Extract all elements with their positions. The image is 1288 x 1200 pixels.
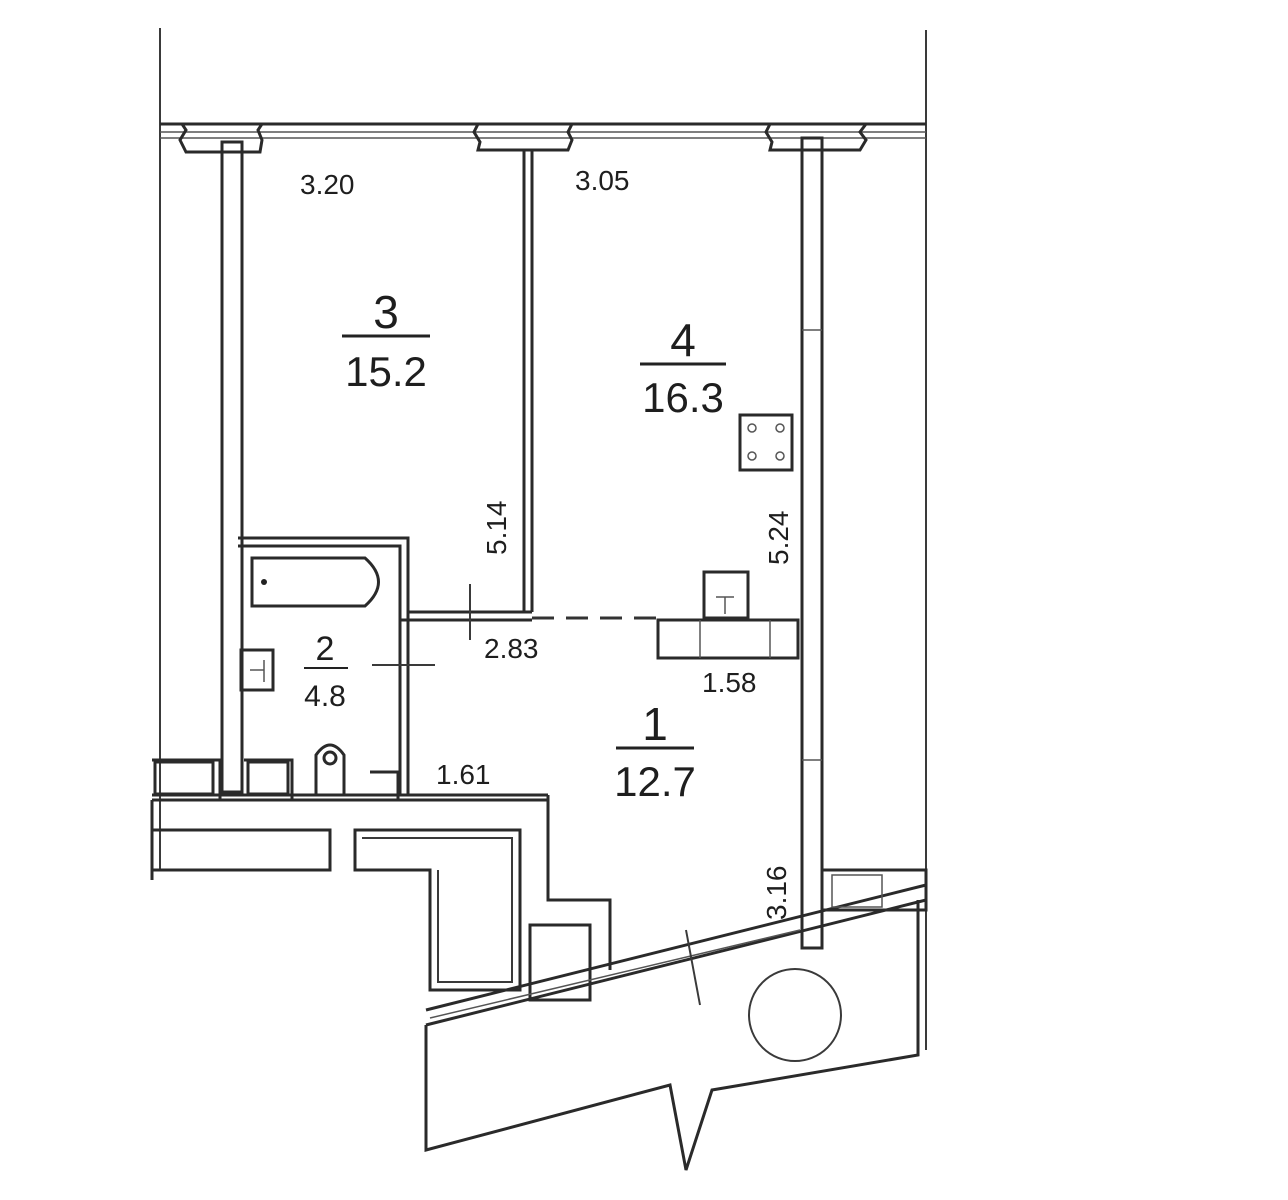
room-2-area: 4.8 <box>304 680 346 713</box>
room-2-number: 2 <box>316 630 335 668</box>
toilet-icon <box>314 743 346 795</box>
room-1-area: 12.7 <box>614 758 696 805</box>
room-1-number: 1 <box>642 698 668 750</box>
column-icon <box>748 968 842 1062</box>
interior-walls <box>150 136 928 1171</box>
sink-icon <box>702 570 750 620</box>
bathtub-icon <box>250 556 380 608</box>
room-3-number: 3 <box>373 286 399 338</box>
dim-room3-length: 5.14 <box>481 501 512 556</box>
dim-kitchen-counter: 1.58 <box>702 667 757 698</box>
stove-icon <box>738 413 794 472</box>
dim-room4-width: 3.05 <box>575 165 630 196</box>
room-4-area: 16.3 <box>642 374 724 421</box>
room-4-number: 4 <box>670 314 696 366</box>
dim-hall-depth: 3.16 <box>761 866 792 921</box>
washbasin-icon <box>239 648 275 692</box>
windows <box>153 618 800 796</box>
dim-room3-width: 3.20 <box>300 169 355 200</box>
door-marks <box>372 584 701 1006</box>
dim-hall-width: 2.83 <box>484 633 539 664</box>
dim-room4-length: 5.24 <box>763 511 794 566</box>
room-3-area: 15.2 <box>345 348 427 395</box>
dim-hall-corridor: 1.61 <box>436 759 491 790</box>
